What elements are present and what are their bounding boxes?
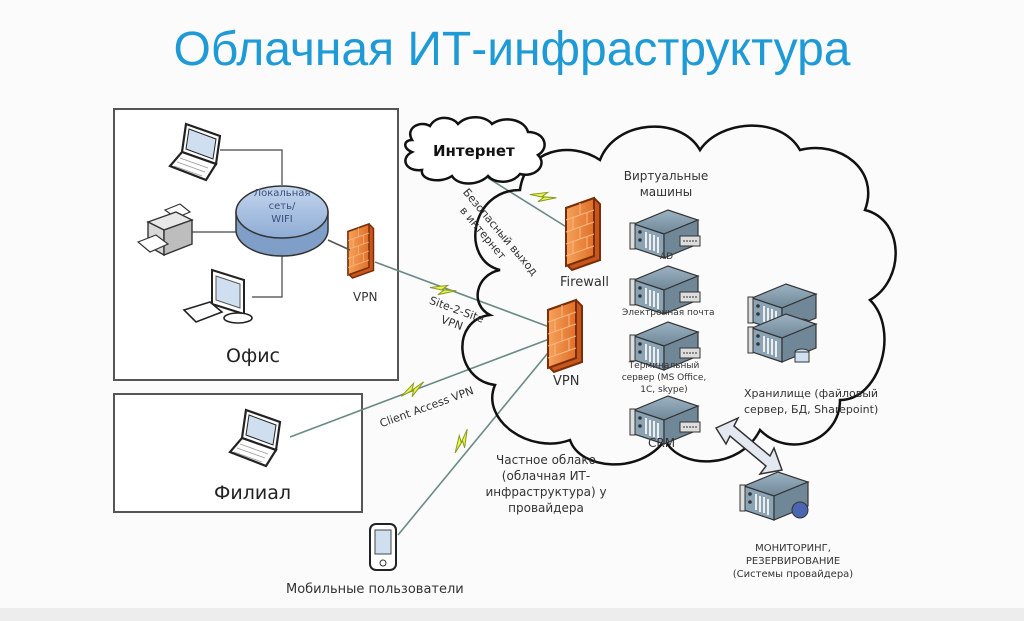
private-cloud-line1: Частное облако (496, 453, 596, 467)
private-cloud-line4: провайдера (508, 501, 584, 515)
cloud-firewall-label: Firewall (560, 275, 610, 290)
double-arrow-icon (714, 416, 784, 476)
vm-terminal-line1: Терминальный (628, 361, 700, 371)
office-lan-links (190, 149, 283, 298)
lan-wifi-label: Локальная сеть/ WIFI (238, 187, 326, 226)
office-vpn-label: VPN (353, 290, 378, 304)
storage-line2: сервер, БД, Sharepoint) (744, 403, 879, 416)
desktop-computer-icon (182, 268, 253, 324)
cloud-vpn-label: VPN (553, 374, 580, 389)
cloud-firewall-icon (565, 197, 601, 271)
vm-terminal-line3: 1C, skype) (640, 385, 688, 395)
private-cloud-label: Частное облако (облачная ИТ- инфраструкт… (478, 452, 614, 516)
lan-label-line3: WIFI (271, 214, 293, 225)
lan-wifi-icon (235, 185, 329, 257)
cloud-vpn-firewall-icon (547, 299, 583, 373)
office-label: Офис (226, 345, 280, 367)
printer-icon (136, 203, 194, 257)
monitoring-label: МОНИТОРИНГ, РЕЗЕРВИРОВАНИЕ (Системы пров… (718, 542, 868, 581)
internet-label: Интернет (433, 142, 515, 160)
branch-label: Филиал (214, 482, 291, 504)
vm-title: Виртуальные машины (614, 168, 718, 200)
vm-title-line2: машины (639, 185, 693, 199)
vm-terminal-line2: сервер (MS Office, (621, 373, 707, 383)
internet-cloud-shape (404, 116, 546, 185)
lan-label-line2: сеть/ (268, 201, 296, 212)
monitoring-line3: (Системы провайдера) (732, 569, 854, 580)
private-cloud-shape (461, 124, 897, 466)
private-cloud-line2: (облачная ИТ- (501, 469, 591, 483)
office-vpn-firewall-icon (347, 223, 375, 279)
lan-label-line1: Локальная (253, 188, 311, 199)
vm-email-label: Электронная почта (622, 308, 715, 318)
storage-servers-icon (747, 283, 817, 363)
vm-crm-label: CRM (648, 436, 676, 450)
storage-line1: Хранилище (файловый (744, 387, 879, 400)
mobile-device-icon (369, 523, 397, 571)
page-title: Облачная ИТ-инфраструктура (173, 23, 851, 76)
mobile-users-label: Мобильные пользователи (286, 582, 464, 597)
monitoring-line1: МОНИТОРИНГ, (755, 543, 831, 554)
vm-servers (629, 209, 701, 445)
storage-label: Хранилище (файловый сервер, БД, Sharepoi… (744, 386, 878, 418)
private-cloud-line3: инфраструктура) у (485, 485, 607, 499)
wan-links (289, 177, 569, 536)
vm-ad-label: AD (660, 252, 674, 262)
vm-terminal-label: Терминальный сервер (MS Office, 1C, skyp… (614, 360, 714, 396)
monitoring-line2: РЕЗЕРВИРОВАНИЕ (745, 556, 841, 567)
monitoring-server-icon (739, 471, 809, 521)
bottom-strip (0, 608, 1024, 621)
vm-title-line1: Виртуальные (623, 169, 709, 183)
